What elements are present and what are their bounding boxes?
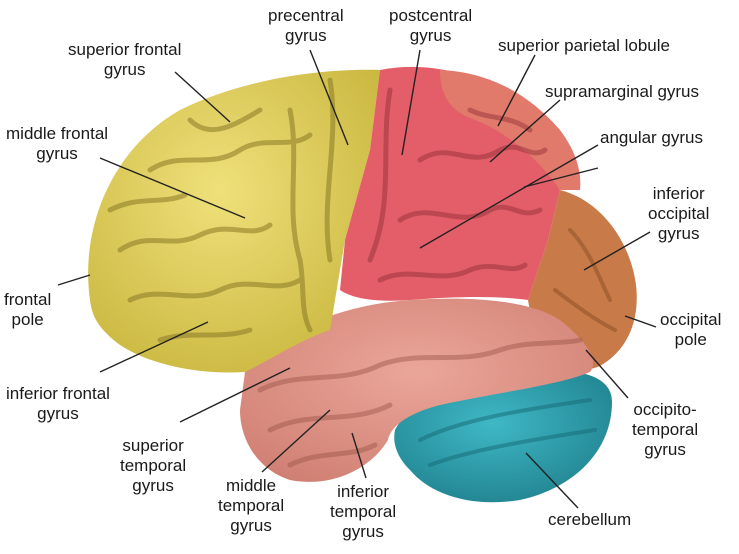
leader-frontal-pole — [57, 274, 91, 286]
leader-cerebellum — [525, 452, 579, 509]
leader-superior-temporal — [179, 367, 291, 423]
leader-inferior-occipital — [583, 231, 651, 271]
frontal-sulci — [107, 77, 336, 343]
cerebellum-folia — [418, 398, 597, 467]
parietal-sulci — [367, 87, 548, 283]
leader-superior-parietal — [497, 54, 536, 127]
leader-inferior-temporal — [351, 432, 367, 479]
leader-superior-frontal — [174, 71, 231, 123]
leader-inferior-frontal — [99, 321, 209, 373]
label-superior-parietal-lobule: superior parietal lobule — [498, 36, 670, 55]
leader-postcentral — [401, 49, 421, 156]
leader-occipito-temporal — [585, 349, 629, 399]
leader-angular — [419, 144, 599, 249]
leader-precentral — [309, 49, 349, 146]
label-supramarginal-gyrus: supramarginal gyrus — [545, 82, 700, 101]
leader-middle-temporal — [261, 409, 331, 473]
superior-parietal-region — [440, 70, 581, 190]
frontal-region — [88, 69, 380, 373]
label-cerebellum: cerebellum — [548, 510, 632, 529]
leader-occipital-pole — [624, 315, 657, 328]
leader-angular-2 — [523, 167, 599, 188]
label-angular-gyrus: angular gyrus — [600, 128, 704, 147]
leader-middle-frontal — [99, 157, 246, 219]
leader-lines — [57, 49, 657, 509]
temporal-region — [240, 298, 594, 482]
leader-supramarginal — [489, 99, 561, 163]
temporal-sulci — [257, 337, 583, 468]
